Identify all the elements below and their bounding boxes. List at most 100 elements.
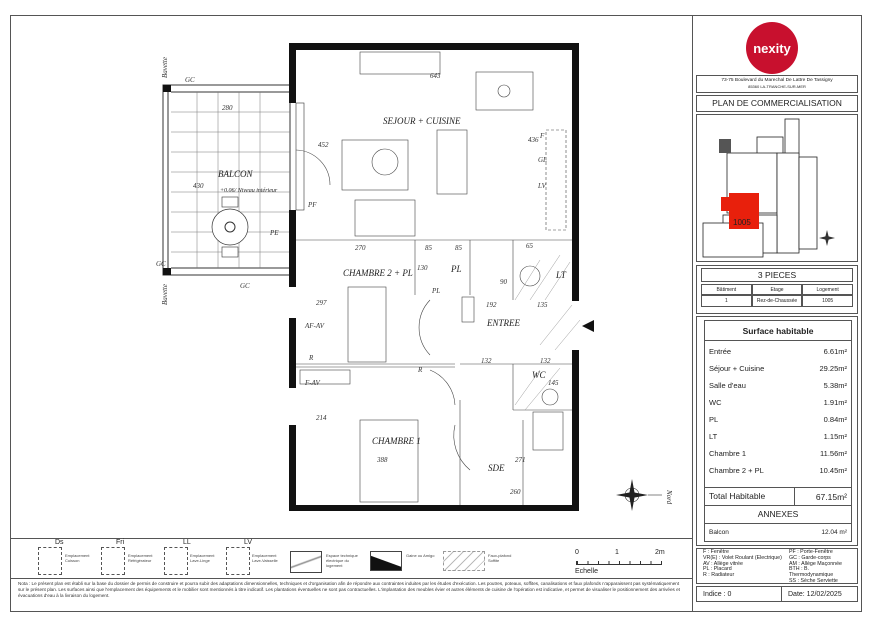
dimension-label: 85 bbox=[455, 244, 463, 252]
marker-label: Bavette bbox=[161, 57, 169, 78]
legend-text: Espace technique électrique du logement bbox=[326, 553, 358, 568]
abbreviation-item: SS : Sèche Serviette bbox=[789, 577, 838, 584]
surface-label: Séjour + Cuisine bbox=[709, 364, 765, 373]
surface-value: 11.56m² bbox=[820, 449, 847, 458]
surface-value: 5.38m² bbox=[823, 381, 847, 390]
dimension-label: 85 bbox=[425, 244, 433, 252]
unit-column-header: Bâtiment bbox=[701, 284, 752, 295]
surface-label: Chambre 1 bbox=[709, 449, 747, 458]
annex-label: Balcon bbox=[709, 529, 729, 536]
dimension-label: 270 bbox=[355, 244, 366, 252]
surface-value: 1.91m² bbox=[823, 398, 847, 407]
dimension-label: 271 bbox=[515, 456, 526, 464]
address-line: 85360 LA-TRANCHE-SUR-MER bbox=[748, 84, 806, 89]
compass-icon bbox=[616, 479, 662, 511]
abbreviation-item: BTH : B. Thermodynamique bbox=[789, 566, 834, 579]
marker-label: GC bbox=[240, 282, 250, 290]
abbreviation-item: F : Fenêtre bbox=[703, 549, 729, 555]
room-label-sejour: SEJOUR + CUISINE bbox=[383, 116, 461, 126]
surface-value: 10.45m² bbox=[819, 466, 847, 475]
surface-title: Surface habitable bbox=[705, 321, 851, 341]
surface-row: Chambre 1 11.56m² bbox=[705, 445, 851, 462]
marker-label: LV bbox=[537, 182, 547, 190]
surface-row: Chambre 2 + PL 10.45m² bbox=[705, 462, 851, 479]
title-block: nexity 73-75 Boulevard du Marechal De La… bbox=[692, 15, 863, 612]
north-label: Nord bbox=[665, 489, 673, 505]
unit-type: 3 PIECES bbox=[701, 268, 853, 282]
hatched-areas bbox=[514, 254, 581, 411]
site-compass-icon bbox=[819, 230, 835, 246]
dimension-label: 280 bbox=[222, 104, 233, 112]
scale-label: Echelle bbox=[575, 568, 598, 575]
room-label-wc: WC bbox=[532, 370, 546, 380]
abbreviation-item: PF : Porte-Fenêtre bbox=[789, 549, 833, 555]
marker-label: GC bbox=[185, 76, 195, 84]
dimension-label: 65 bbox=[526, 242, 534, 250]
surface-label: Entrée bbox=[709, 347, 732, 356]
legend-code: Ds bbox=[55, 539, 64, 546]
dimension-label: 192 bbox=[486, 301, 497, 309]
room-label-entree: ENTREE bbox=[486, 318, 521, 328]
legend-symbol-faux-plafond bbox=[443, 551, 485, 571]
legend-text: Emplacement Lave-Linge bbox=[190, 553, 215, 563]
legend-text: Emplacement Réfrigérateur bbox=[128, 553, 153, 563]
surface-row: Séjour + Cuisine 29.25m² bbox=[705, 360, 851, 377]
room-label-chambre1: CHAMBRE 1 bbox=[372, 436, 421, 446]
document-title: PLAN DE COMMERCIALISATION bbox=[696, 95, 858, 112]
abbreviation-item: PL : Placard bbox=[703, 566, 732, 573]
surface-value: 29.25m² bbox=[819, 364, 847, 373]
marker-label: PL bbox=[431, 287, 440, 295]
unit-value: Rez-de-Chaussée bbox=[751, 295, 803, 307]
unit-value: 1 bbox=[701, 295, 752, 307]
dimension-label: 260 bbox=[510, 488, 521, 496]
unit-value: 1005 bbox=[802, 295, 853, 307]
dimension-label: 135 bbox=[537, 301, 548, 309]
abbreviation-item: GC : Garde-corps bbox=[789, 554, 831, 561]
legend-code: Fri bbox=[116, 539, 125, 546]
annex-value: 12.04 m² bbox=[821, 529, 847, 536]
balcony-table bbox=[211, 208, 249, 246]
marker-label: R bbox=[308, 354, 314, 362]
dimension-label: 132 bbox=[481, 357, 492, 365]
dimension-label: 90 bbox=[500, 278, 508, 286]
dimension-label: 130 bbox=[417, 264, 428, 272]
total-value: 67.15m² bbox=[815, 491, 847, 502]
indice: Indice : 0 bbox=[697, 587, 782, 601]
marker-label: F bbox=[539, 132, 545, 140]
dimension-label: 132 bbox=[540, 357, 551, 365]
dimension-label: 145 bbox=[548, 379, 559, 387]
marker-label: GC bbox=[156, 260, 166, 268]
scale-tick: 0 bbox=[575, 549, 579, 556]
disclaimer-note: Nota : Le présent plan est établi sur la… bbox=[10, 578, 692, 612]
surface-row: Salle d'eau 5.38m² bbox=[705, 377, 851, 394]
surface-label: Chambre 2 + PL bbox=[709, 466, 764, 475]
surface-label: Salle d'eau bbox=[709, 381, 746, 390]
dimension-label: 297 bbox=[316, 299, 327, 307]
abbreviation-item: AV : Allège vitrée bbox=[703, 560, 743, 567]
revision-block: Indice : 0 Date: 12/02/2025 bbox=[696, 586, 858, 602]
scale-tick: 2m bbox=[655, 549, 665, 556]
annex-row-balcon: Balcon 12.04 m² bbox=[705, 524, 851, 541]
marker-label: PE bbox=[269, 229, 279, 237]
unit-column-header: Logement bbox=[802, 284, 853, 295]
dimension-label: 436 bbox=[528, 136, 539, 144]
marker-label: GL bbox=[538, 156, 547, 164]
date: Date: 12/02/2025 bbox=[788, 591, 842, 598]
legend-symbol-gaine bbox=[370, 551, 402, 571]
site-plan-drawing: 1005 bbox=[702, 118, 835, 258]
total-row: Total Habitable 67.15m² bbox=[705, 487, 851, 506]
surface-label: PL bbox=[709, 415, 719, 424]
total-label: Total Habitable bbox=[705, 488, 795, 505]
legend-symbol-espace-technique bbox=[290, 551, 322, 573]
legend-symbol-lave-vaisselle bbox=[226, 547, 250, 575]
legend-text: Gaine ou Amigo bbox=[406, 553, 435, 558]
entrance-arrow-icon bbox=[582, 320, 594, 332]
surface-value: 1.15m² bbox=[823, 432, 847, 441]
scale-tick: 1 bbox=[615, 549, 619, 556]
